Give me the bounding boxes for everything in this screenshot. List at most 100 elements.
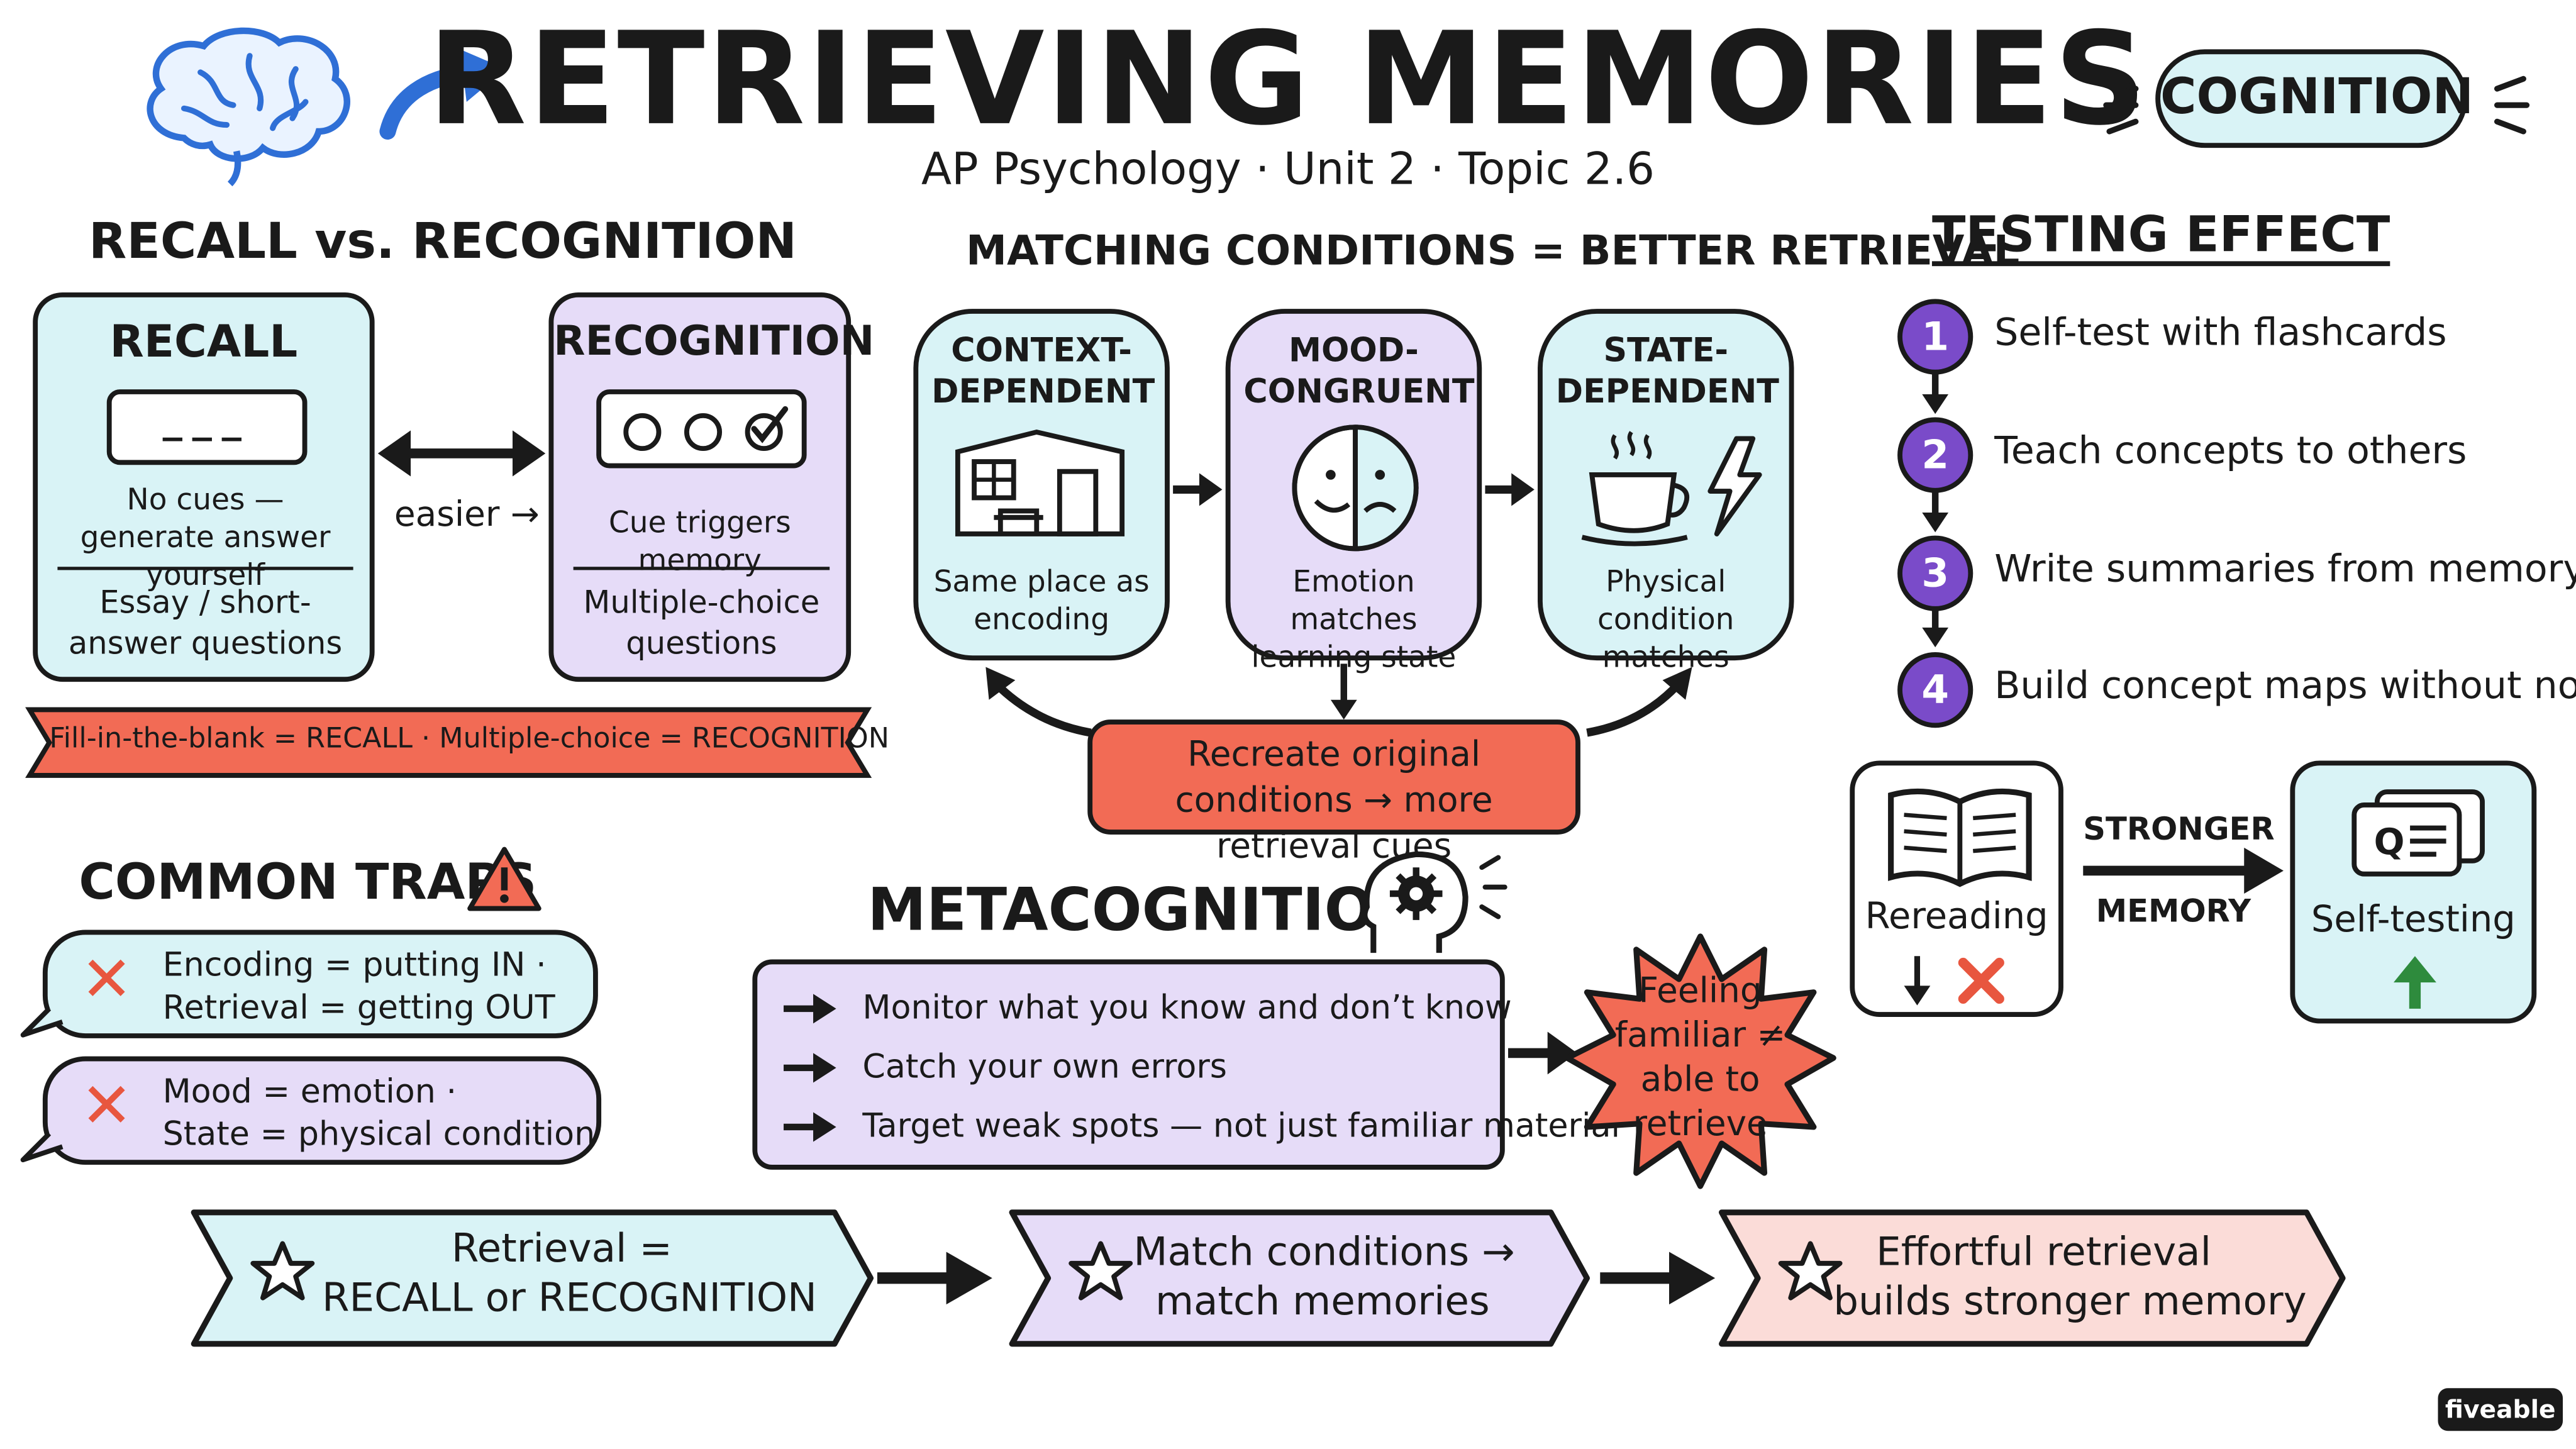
- flashcards-icon: Q: [2351, 789, 2485, 877]
- star-icon: [1778, 1241, 1843, 1301]
- recognition-example: Multiple-choice questions: [583, 584, 820, 662]
- fiveable-logo: fiveable: [2438, 1388, 2563, 1431]
- curved-arrow-icon: [379, 49, 506, 140]
- arrow-right-icon: [784, 1053, 836, 1083]
- takeaway-line-1: Retrieval =: [451, 1225, 672, 1272]
- steps-connector: [1922, 371, 1949, 648]
- metacognition-point: Catch your own errors: [862, 1046, 1228, 1086]
- trap-line-2: Retrieval = getting OUT: [162, 987, 555, 1027]
- head-gear-icon: [1362, 851, 1507, 953]
- star-icon: [1069, 1241, 1133, 1301]
- takeaway-line-2: RECALL or RECOGNITION: [321, 1275, 817, 1321]
- bubble-tail: [20, 1131, 64, 1163]
- down-arrow-x-icon: [1904, 956, 2004, 1006]
- double-arrow-icon: [377, 430, 546, 477]
- metacognition-heading: METACOGNITION: [867, 877, 1424, 945]
- self-testing-label: Self-testing: [2311, 900, 2516, 941]
- fiveable-logo-text: fiveable: [2445, 1394, 2556, 1424]
- step-number: 1: [1897, 299, 1974, 375]
- svg-text:Q: Q: [2374, 821, 2405, 863]
- takeaway-line-2: builds stronger memory: [1833, 1278, 2307, 1324]
- trap-line-1: Mood = emotion ·: [162, 1071, 457, 1111]
- open-book-icon: [1888, 788, 2032, 887]
- step-number: 3: [1897, 535, 1974, 611]
- matching-heading: MATCHING CONDITIONS = BETTER RETRIEVAL: [965, 226, 2020, 275]
- takeaway-line-2: match memories: [1155, 1278, 1490, 1324]
- context-dependent-card: CONTEXT-DEPENDENT Same place as encoding: [913, 309, 1170, 661]
- recall-divider: [57, 567, 353, 570]
- arrow-right-icon: [784, 994, 836, 1024]
- warning-icon: [467, 847, 541, 911]
- trap-bubble: ✕ Encoding = putting IN · Retrieval = ge…: [42, 930, 598, 1038]
- step-number: 4: [1897, 652, 1974, 728]
- x-mark-icon: ✕: [80, 943, 133, 1016]
- stronger-label: STRONGER: [2083, 811, 2275, 848]
- up-arrow-icon: [2393, 956, 2436, 1009]
- badge-sparkle-left: [2103, 75, 2139, 135]
- mood-congruent-desc: Emotion matches learning state: [1251, 565, 1457, 675]
- cognition-badge-label: COGNITION: [2160, 69, 2474, 127]
- metacognition-point: Monitor what you know and don’t know: [862, 987, 1512, 1027]
- self-testing-card: Q Self-testing: [2290, 760, 2537, 1024]
- arrow-right-icon: [1173, 473, 1223, 506]
- blank-answer-lines: ___: [162, 396, 252, 442]
- arrow-right-icon: [784, 1112, 836, 1142]
- recall-description: No cues — generate answer yourself: [80, 482, 331, 594]
- takeaway-line-1: Match conditions →: [1133, 1228, 1515, 1275]
- arrow-right-icon: [1507, 1031, 1577, 1075]
- memory-label: MEMORY: [2096, 894, 2251, 930]
- trap-line-2: State = physical condition: [162, 1114, 596, 1153]
- takeaway-ribbon-shape: [191, 1209, 874, 1347]
- takeaway-line-1: Effortful retrieval: [1876, 1228, 2212, 1275]
- step-text: Teach concepts to others: [1994, 430, 2467, 474]
- mood-congruent-title: MOOD-CONGRUENT: [1243, 330, 1475, 411]
- step-text: Self-test with flashcards: [1994, 312, 2447, 355]
- badge-sparkle-right: [2494, 75, 2530, 135]
- recall-title: RECALL: [109, 317, 298, 369]
- state-dependent-title: STATE-DEPENDENT: [1555, 330, 1779, 411]
- step-text: Write summaries from memory: [1994, 548, 2576, 592]
- page-subtitle: AP Psychology · Unit 2 · Topic 2.6: [921, 144, 1655, 196]
- metacognition-box: Monitor what you know and don’t know Cat…: [752, 959, 1620, 1170]
- star-icon: [250, 1241, 315, 1301]
- recognition-description: Cue triggers memory: [608, 506, 791, 579]
- rereading-card: Rereading: [1850, 760, 2063, 1017]
- arrow-right-icon: [877, 1252, 992, 1305]
- recall-card: RECALL ___ No cues — generate answer you…: [33, 292, 375, 682]
- cognition-badge: COGNITION: [2155, 49, 2474, 148]
- recreate-conditions-box: Recreate original conditions → more retr…: [1087, 719, 1580, 866]
- x-mark-icon: ✕: [80, 1069, 133, 1142]
- recall-recognition-heading: RECALL vs. RECOGNITION: [89, 213, 797, 272]
- trap-line-1: Encoding = putting IN ·: [162, 945, 547, 984]
- context-dependent-title: CONTEXT-DEPENDENT: [931, 330, 1155, 411]
- recall-banner-text: Fill-in-the-blank = RECALL · Multiple-ch…: [49, 723, 889, 756]
- step-number: 2: [1897, 417, 1974, 493]
- rereading-label: Rereading: [1865, 897, 2048, 938]
- choice-circles-icon: [623, 406, 789, 452]
- starburst-shape: [1564, 933, 1836, 1189]
- recall-banner-shape: [25, 707, 872, 778]
- metacognition-point: Target weak spots — not just familiar ma…: [862, 1106, 1621, 1145]
- trap-bubble: ✕ Mood = emotion · State = physical cond…: [42, 1056, 602, 1165]
- multiple-choice-icon: [596, 389, 807, 469]
- mood-congruent-card: MOOD-CONGRUENT Emotion matches learning …: [1225, 309, 1482, 675]
- page-title: RETRIEVING MEMORIES: [428, 6, 2148, 155]
- brain-icon: [147, 27, 350, 187]
- testing-effect-heading: TESTING EFFECT: [1931, 207, 2390, 265]
- recognition-card: RECOGNITION Cue triggers memory Multiple…: [548, 292, 875, 682]
- common-traps-heading: COMMON TRAPS: [79, 854, 537, 912]
- mood-face-icon: [1292, 425, 1419, 552]
- blank-answer-icon: ___: [106, 389, 308, 465]
- coffee-lightning-icon: [1581, 431, 1762, 547]
- takeaway-ribbon-shape: [1719, 1209, 2346, 1347]
- takeaway-ribbon-shape: [1009, 1209, 1590, 1347]
- house-icon: [955, 429, 1125, 536]
- long-arrow-icon: [2083, 847, 2284, 894]
- recognition-divider: [573, 567, 830, 570]
- recognition-title: RECOGNITION: [553, 317, 875, 365]
- arrow-right-icon: [1600, 1252, 1716, 1305]
- step-text: Build concept maps without notes: [1994, 665, 2576, 708]
- easier-label: easier →: [394, 494, 540, 534]
- arrow-right-icon: [1485, 473, 1535, 506]
